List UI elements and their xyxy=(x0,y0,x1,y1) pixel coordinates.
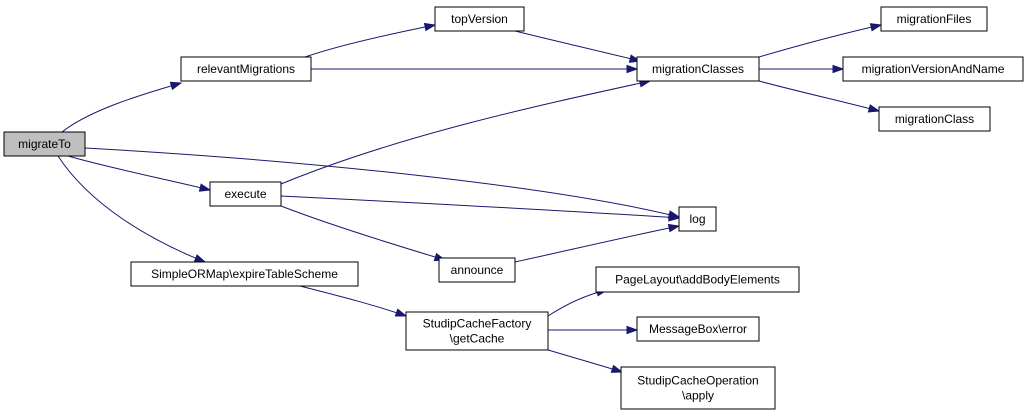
node-migrationClasses[interactable]: migrationClasses xyxy=(636,56,760,82)
edge-relevantMigrations-to-migrationClasses xyxy=(311,64,639,74)
edge-line xyxy=(758,80,880,112)
edge-line xyxy=(514,225,680,263)
node-label: migrateTo xyxy=(18,137,71,151)
edge-line xyxy=(280,80,651,185)
node-label: StudipCacheFactory xyxy=(423,317,532,331)
node-label: MessageBox\error xyxy=(649,322,747,336)
edge-line xyxy=(304,24,436,58)
arrowhead xyxy=(610,364,624,373)
arrowhead xyxy=(169,81,183,91)
node-label: StudipCacheOperation xyxy=(637,374,758,388)
edge-migrateTo-to-execute xyxy=(67,155,212,192)
node-announce[interactable]: announce xyxy=(438,257,516,283)
node-box xyxy=(636,56,760,82)
node-label: topVersion xyxy=(451,12,508,26)
arrowhead xyxy=(869,23,883,32)
node-box xyxy=(636,316,760,342)
edge-migrationClasses-to-migrationClass xyxy=(758,80,881,113)
node-relevantMigrations[interactable]: relevantMigrations xyxy=(180,56,312,82)
edge-line xyxy=(514,30,641,62)
node-label: \apply xyxy=(682,389,714,403)
node-box xyxy=(434,6,525,32)
node-box xyxy=(620,366,776,410)
node-execute[interactable]: execute xyxy=(209,181,282,207)
edge-expireTableScheme-to-getCache xyxy=(299,285,408,317)
edge-line xyxy=(280,205,446,261)
arrowhead xyxy=(832,64,845,74)
node-label: migrationClass xyxy=(895,112,974,126)
node-box xyxy=(880,6,988,32)
arrowhead xyxy=(667,223,681,233)
edge-getCache-to-cacheApply xyxy=(547,349,624,373)
edge-line xyxy=(57,155,206,263)
edge-line xyxy=(67,155,211,191)
edge-execute-to-announce xyxy=(280,205,447,262)
nodes-layer: migrateTo relevantMigrations topVersion mig… xyxy=(3,6,1024,410)
edge-line xyxy=(280,195,680,219)
node-cacheApply[interactable]: StudipCacheOperation\apply xyxy=(620,366,776,410)
arrowhead xyxy=(423,22,437,32)
node-label: PageLayout\addBodyElements xyxy=(615,273,780,287)
edge-execute-to-log xyxy=(280,195,681,222)
node-label: migrationVersionAndName xyxy=(862,62,1005,76)
node-box xyxy=(3,131,86,157)
edge-topVersion-to-migrationClasses xyxy=(514,30,642,63)
edge-migrationClasses-to-migrationFiles xyxy=(758,23,883,58)
node-box xyxy=(678,206,717,232)
edge-migrateTo-to-relevantMigrations xyxy=(61,81,183,133)
node-migrationClass[interactable]: migrationClass xyxy=(878,106,991,132)
node-expireTableScheme[interactable]: SimpleORMap\expireTableScheme xyxy=(130,261,359,287)
node-box xyxy=(595,266,800,293)
arrowhead xyxy=(394,308,408,317)
node-label: execute xyxy=(224,187,266,201)
node-migrationVersionAndName[interactable]: migrationVersionAndName xyxy=(842,56,1024,82)
node-box xyxy=(180,56,312,82)
edge-line xyxy=(61,82,182,133)
edge-migrateTo-to-log xyxy=(84,147,681,219)
arrowhead xyxy=(198,183,212,192)
node-box xyxy=(130,261,359,287)
edge-getCache-to-messageBoxError xyxy=(548,325,639,335)
node-getCache[interactable]: StudipCacheFactory\getCache xyxy=(405,311,549,351)
node-box xyxy=(405,311,549,351)
node-messageBoxError[interactable]: MessageBox\error xyxy=(636,316,760,342)
edge-line xyxy=(299,285,407,317)
node-migrateTo[interactable]: migrateTo xyxy=(3,131,86,157)
node-box xyxy=(878,106,991,132)
edge-execute-to-migrationClasses xyxy=(280,79,652,185)
node-label: announce xyxy=(451,263,504,277)
node-label: SimpleORMap\expireTableScheme xyxy=(151,267,338,281)
arrowhead xyxy=(193,254,207,263)
arrowhead xyxy=(626,325,639,335)
edge-line xyxy=(547,349,623,373)
node-label: \getCache xyxy=(450,332,505,346)
node-box xyxy=(209,181,282,207)
node-topVersion[interactable]: topVersion xyxy=(434,6,525,32)
node-migrationFiles[interactable]: migrationFiles xyxy=(880,6,988,32)
arrowhead xyxy=(668,212,681,222)
node-label: log xyxy=(689,212,705,226)
node-addBodyElements[interactable]: PageLayout\addBodyElements xyxy=(595,266,800,293)
edge-relevantMigrations-to-topVersion xyxy=(304,22,437,58)
edge-announce-to-log xyxy=(514,223,681,263)
node-label: migrationFiles xyxy=(897,12,972,26)
arrowhead xyxy=(626,64,639,74)
edge-getCache-to-addBodyElements xyxy=(547,288,609,317)
node-label: migrationClasses xyxy=(652,62,744,76)
edge-migrationClasses-to-migrationVersionAndName xyxy=(759,64,845,74)
edge-line xyxy=(758,24,882,58)
node-log[interactable]: log xyxy=(678,206,717,232)
arrowhead xyxy=(867,104,881,113)
edge-line xyxy=(84,147,680,218)
node-box xyxy=(438,257,516,283)
node-box xyxy=(842,56,1024,82)
node-label: relevantMigrations xyxy=(197,62,295,76)
